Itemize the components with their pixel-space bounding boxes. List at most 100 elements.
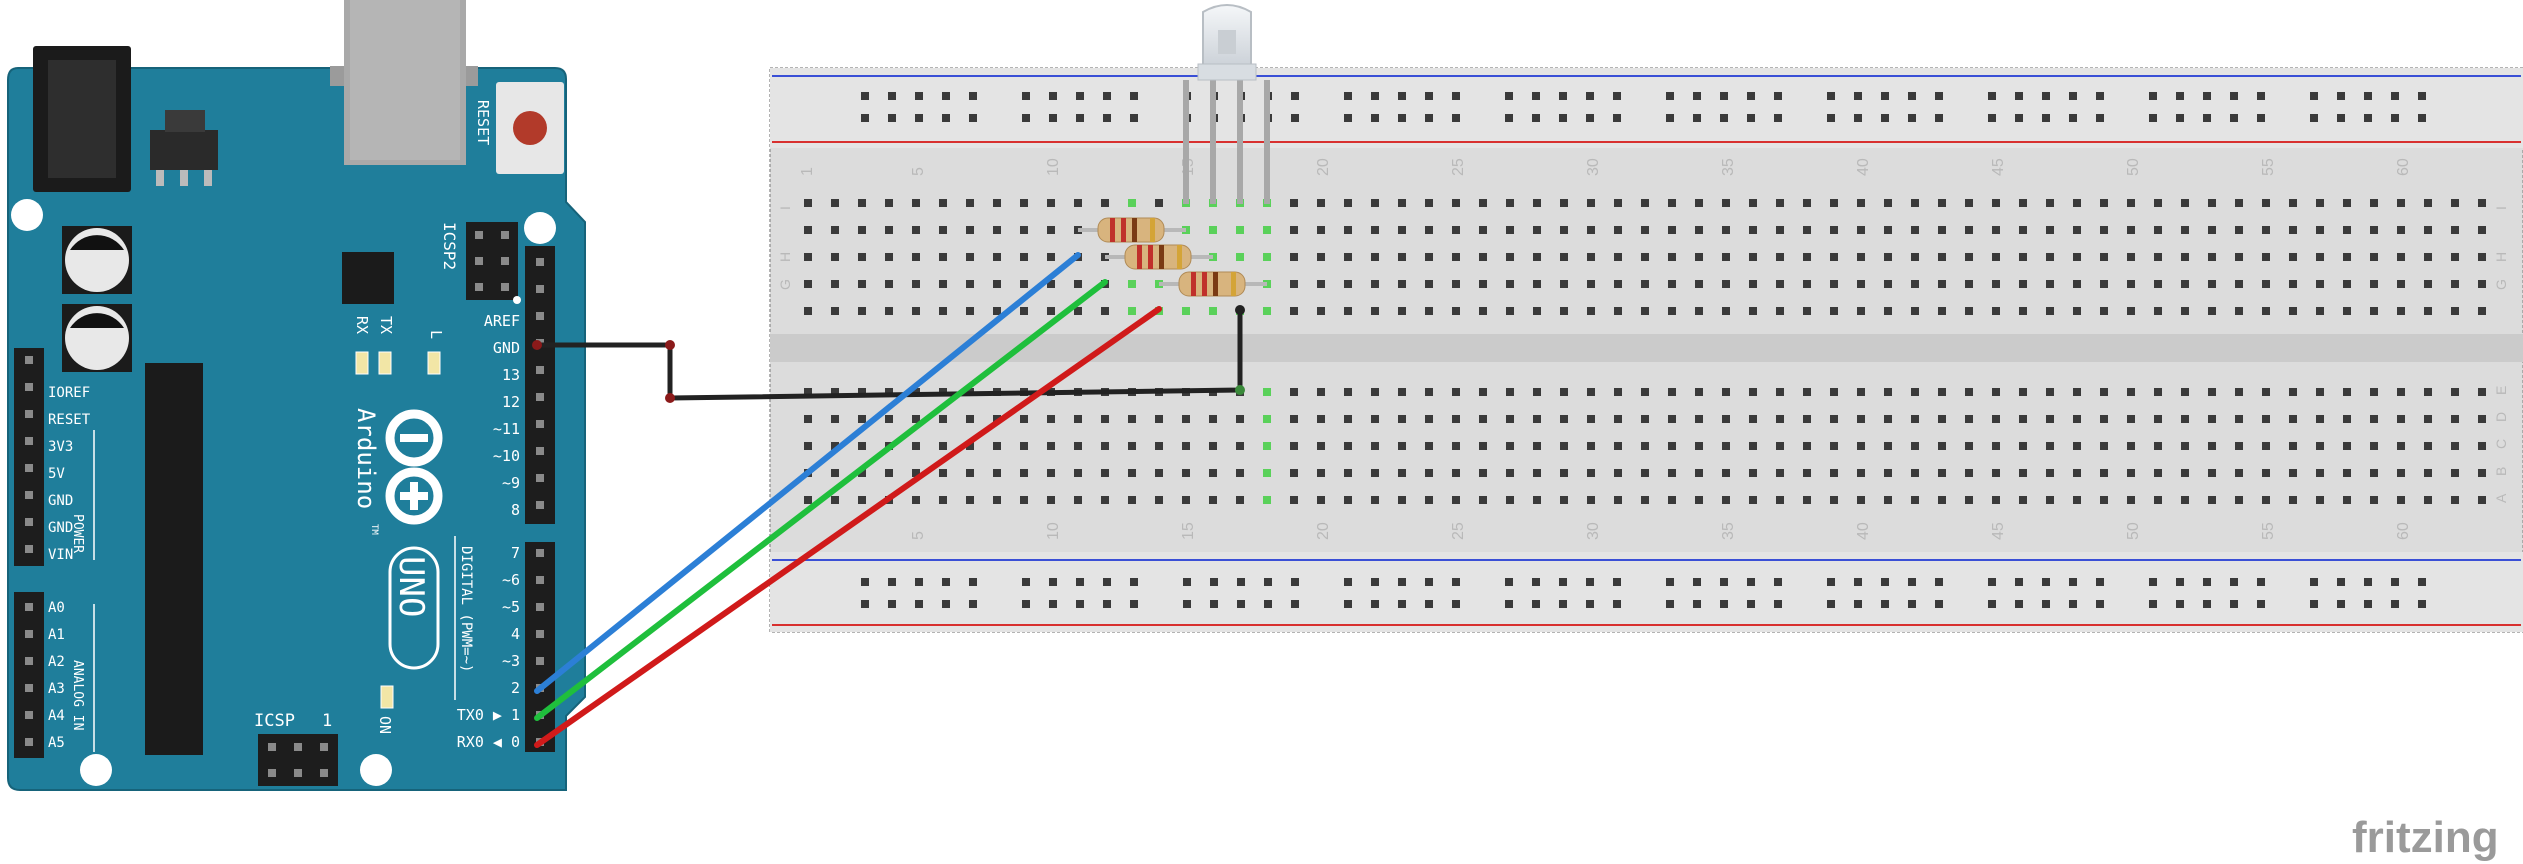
breadboard-hole xyxy=(2478,442,2486,450)
pin-label-ioref: IOREF xyxy=(48,385,90,401)
breadboard-hole xyxy=(1155,469,1163,477)
reset-button-cap[interactable] xyxy=(513,111,547,145)
breadboard-hole xyxy=(2289,280,2297,288)
power-rail-hole xyxy=(1908,114,1916,122)
rx-led xyxy=(355,351,369,375)
column-number: 25 xyxy=(1450,158,1467,176)
breadboard-hole xyxy=(2370,415,2378,423)
breadboard-hole xyxy=(966,469,974,477)
breadboard-hole xyxy=(939,469,947,477)
power-rail-hole xyxy=(1720,578,1728,586)
power-rail-hole xyxy=(2337,92,2345,100)
power-rail-hole xyxy=(2069,600,2077,608)
power-rail-hole xyxy=(1854,578,1862,586)
pin-label-5: ~5 xyxy=(502,598,520,616)
rx-label: RX xyxy=(353,316,371,334)
breadboard-hole xyxy=(1047,199,1055,207)
breadboard-hole xyxy=(1344,226,1352,234)
breadboard-hole xyxy=(912,496,920,504)
breadboard-hole xyxy=(1074,442,1082,450)
power-rail-hole xyxy=(2015,578,2023,586)
power-rail-hole xyxy=(1237,600,1245,608)
breadboard-hole xyxy=(1155,496,1163,504)
breadboard-hole xyxy=(1290,307,1298,315)
header-pin xyxy=(536,549,544,557)
breadboard-hole xyxy=(2424,280,2432,288)
breadboard-hole xyxy=(1695,469,1703,477)
column-number: 30 xyxy=(1585,522,1602,540)
power-rail-hole xyxy=(1049,578,1057,586)
power-rail-hole xyxy=(1022,600,1030,608)
icsp2-pin xyxy=(475,257,483,265)
breadboard-hole xyxy=(1371,307,1379,315)
pin-label-gnd2: GND xyxy=(48,520,73,536)
breadboard-hole xyxy=(2289,226,2297,234)
icsp2-pin xyxy=(501,257,509,265)
breadboard-hole xyxy=(1857,442,1865,450)
breadboard-hole xyxy=(804,415,812,423)
breadboard-hole xyxy=(1344,442,1352,450)
breadboard-hole xyxy=(1425,226,1433,234)
row-letter: H xyxy=(2493,252,2509,262)
breadboard-hole xyxy=(885,226,893,234)
breadboard-hole xyxy=(2451,307,2459,315)
breadboard-hole xyxy=(1047,280,1055,288)
breadboard-hole xyxy=(2235,280,2243,288)
power-rail-hole xyxy=(2149,114,2157,122)
power-rail-hole xyxy=(1505,114,1513,122)
breadboard-hole xyxy=(831,253,839,261)
breadboard-hole xyxy=(912,388,920,396)
column-number: 10 xyxy=(1045,522,1062,540)
breadboard-hole xyxy=(2019,226,2027,234)
breadboard-hole xyxy=(993,442,1001,450)
breadboard-hole xyxy=(939,442,947,450)
breadboard-hole xyxy=(1479,388,1487,396)
breadboard-hole xyxy=(1533,307,1541,315)
breadboard-hole xyxy=(1128,307,1136,315)
power-rail-hole xyxy=(942,114,950,122)
breadboard-hole xyxy=(1074,415,1082,423)
breadboard-hole xyxy=(1776,280,1784,288)
breadboard-hole xyxy=(1398,280,1406,288)
power-rail-hole xyxy=(1076,92,1084,100)
breadboard-hole xyxy=(804,253,812,261)
breadboard-hole xyxy=(1506,415,1514,423)
breadboard-hole xyxy=(1695,442,1703,450)
breadboard-hole xyxy=(2262,415,2270,423)
column-number: 60 xyxy=(2395,158,2412,176)
power-rail-hole xyxy=(2096,114,2104,122)
pin-label-a0: A0 xyxy=(48,600,65,616)
breadboard-hole xyxy=(1722,280,1730,288)
breadboard-hole xyxy=(1128,280,1136,288)
breadboard-hole xyxy=(2046,226,2054,234)
breadboard-hole xyxy=(831,496,839,504)
breadboard-hole xyxy=(2478,496,2486,504)
power-rail-hole xyxy=(861,578,869,586)
power-rail-hole xyxy=(2337,578,2345,586)
breadboard-hole xyxy=(1560,415,1568,423)
power-rail-hole xyxy=(1693,578,1701,586)
power-rail-hole xyxy=(2364,92,2372,100)
rgb-led xyxy=(1183,4,1270,204)
power-rail-hole xyxy=(1908,92,1916,100)
breadboard-hole xyxy=(2343,415,2351,423)
breadboard-hole xyxy=(1560,199,1568,207)
column-number: 1 xyxy=(799,167,816,176)
breadboard-hole xyxy=(2262,469,2270,477)
power-rail-hole xyxy=(1908,600,1916,608)
breadboard-hole xyxy=(1020,415,1028,423)
breadboard-hole xyxy=(1911,469,1919,477)
breadboard-hole xyxy=(912,199,920,207)
breadboard-hole xyxy=(1857,307,1865,315)
breadboard-hole xyxy=(1641,280,1649,288)
breadboard-hole xyxy=(1317,388,1325,396)
breadboard-hole xyxy=(1317,199,1325,207)
breadboard-hole xyxy=(2208,496,2216,504)
breadboard-hole xyxy=(1992,307,2000,315)
breadboard-hole xyxy=(1533,280,1541,288)
breadboard-hole xyxy=(1560,496,1568,504)
pin-label-2: 2 xyxy=(511,679,520,697)
power-rail-hole xyxy=(1666,114,1674,122)
breadboard-hole xyxy=(2262,442,2270,450)
breadboard-hole xyxy=(2100,280,2108,288)
